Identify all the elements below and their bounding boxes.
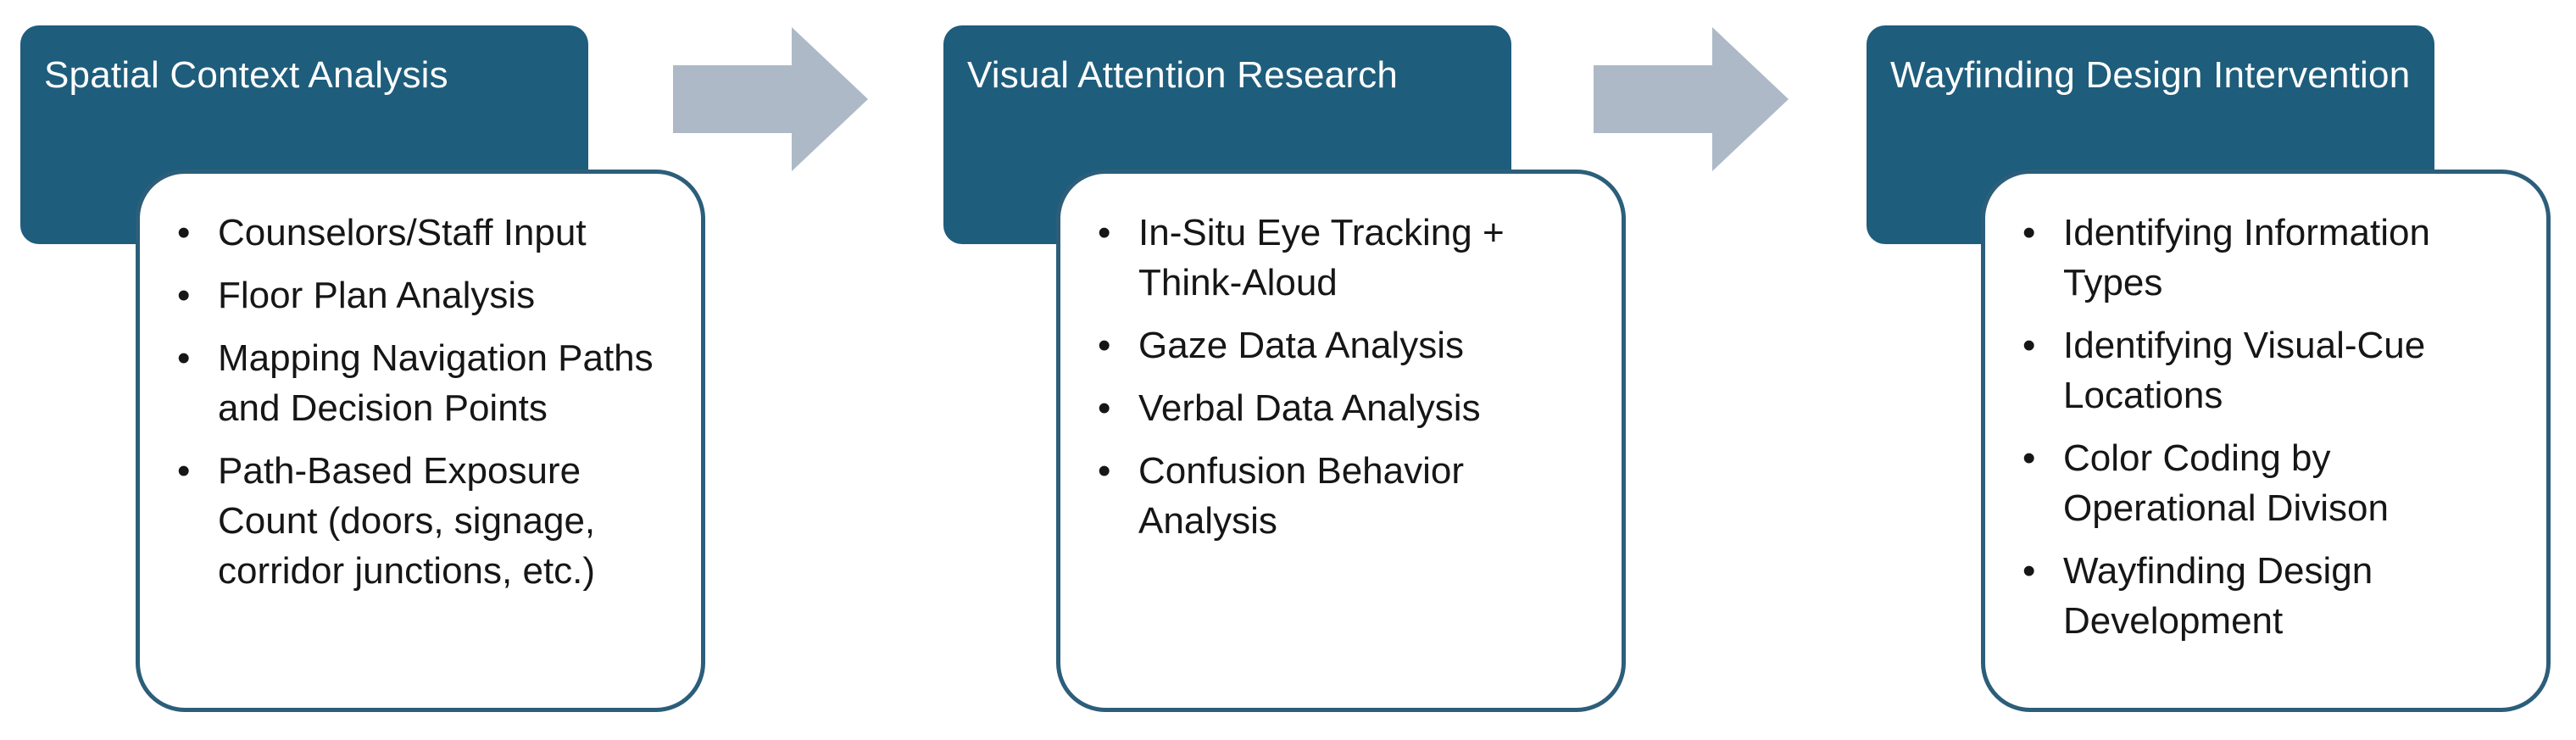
stage-1-item-list: •Counselors/Staff Input •Floor Plan Anal… bbox=[159, 208, 684, 596]
stage-2-content-box: •In-Situ Eye Tracking + Think-Aloud •Gaz… bbox=[1056, 170, 1626, 712]
stage-1-title: Spatial Context Analysis bbox=[44, 54, 448, 96]
bullet-icon: • bbox=[1098, 450, 1111, 492]
bullet-icon: • bbox=[2022, 212, 2036, 253]
bullet-icon: • bbox=[2022, 325, 2036, 366]
bullet-icon: • bbox=[2022, 550, 2036, 592]
bullet-icon: • bbox=[177, 337, 191, 379]
stage-1-item: •Counselors/Staff Input bbox=[159, 208, 684, 258]
stage-1-item: •Path-Based Exposure Count (doors, signa… bbox=[159, 446, 684, 596]
stage-2-item: •Confusion Behavior Analysis bbox=[1079, 446, 1605, 546]
stage-3-item: •Color Coding by Operational Divison bbox=[2004, 433, 2529, 533]
bullet-icon: • bbox=[1098, 325, 1111, 366]
stage-3-title: Wayfinding Design Intervention bbox=[1890, 54, 2411, 96]
stage-3-item: •Wayfinding Design Development bbox=[2004, 546, 2529, 646]
stage-2-item: •Verbal Data Analysis bbox=[1079, 383, 1605, 433]
stage-1-item: •Floor Plan Analysis bbox=[159, 270, 684, 320]
bullet-icon: • bbox=[177, 212, 191, 253]
stage-1-item: •Mapping Navigation Paths and Decision P… bbox=[159, 333, 684, 433]
arrow-2-shape bbox=[1594, 27, 1789, 171]
stage-3-content-box: •Identifying Information Types •Identify… bbox=[1981, 170, 2551, 712]
stage-3-item: •Identifying Visual-Cue Locations bbox=[2004, 320, 2529, 420]
stage-2-item: •In-Situ Eye Tracking + Think-Aloud bbox=[1079, 208, 1605, 308]
arrow-1-shape bbox=[673, 27, 868, 171]
bullet-icon: • bbox=[177, 450, 191, 492]
bullet-icon: • bbox=[2022, 437, 2036, 479]
bullet-icon: • bbox=[1098, 387, 1111, 429]
bullet-icon: • bbox=[177, 275, 191, 316]
stage-1-content-box: •Counselors/Staff Input •Floor Plan Anal… bbox=[136, 170, 705, 712]
stage-2-title: Visual Attention Research bbox=[967, 54, 1399, 96]
stage-2-item-list: •In-Situ Eye Tracking + Think-Aloud •Gaz… bbox=[1079, 208, 1605, 546]
right-arrow-icon bbox=[673, 27, 868, 171]
stage-3-item-list: •Identifying Information Types •Identify… bbox=[2004, 208, 2529, 646]
stage-2-item: •Gaze Data Analysis bbox=[1079, 320, 1605, 370]
bullet-icon: • bbox=[1098, 212, 1111, 253]
right-arrow-icon bbox=[1594, 27, 1789, 171]
stage-3-item: •Identifying Information Types bbox=[2004, 208, 2529, 308]
